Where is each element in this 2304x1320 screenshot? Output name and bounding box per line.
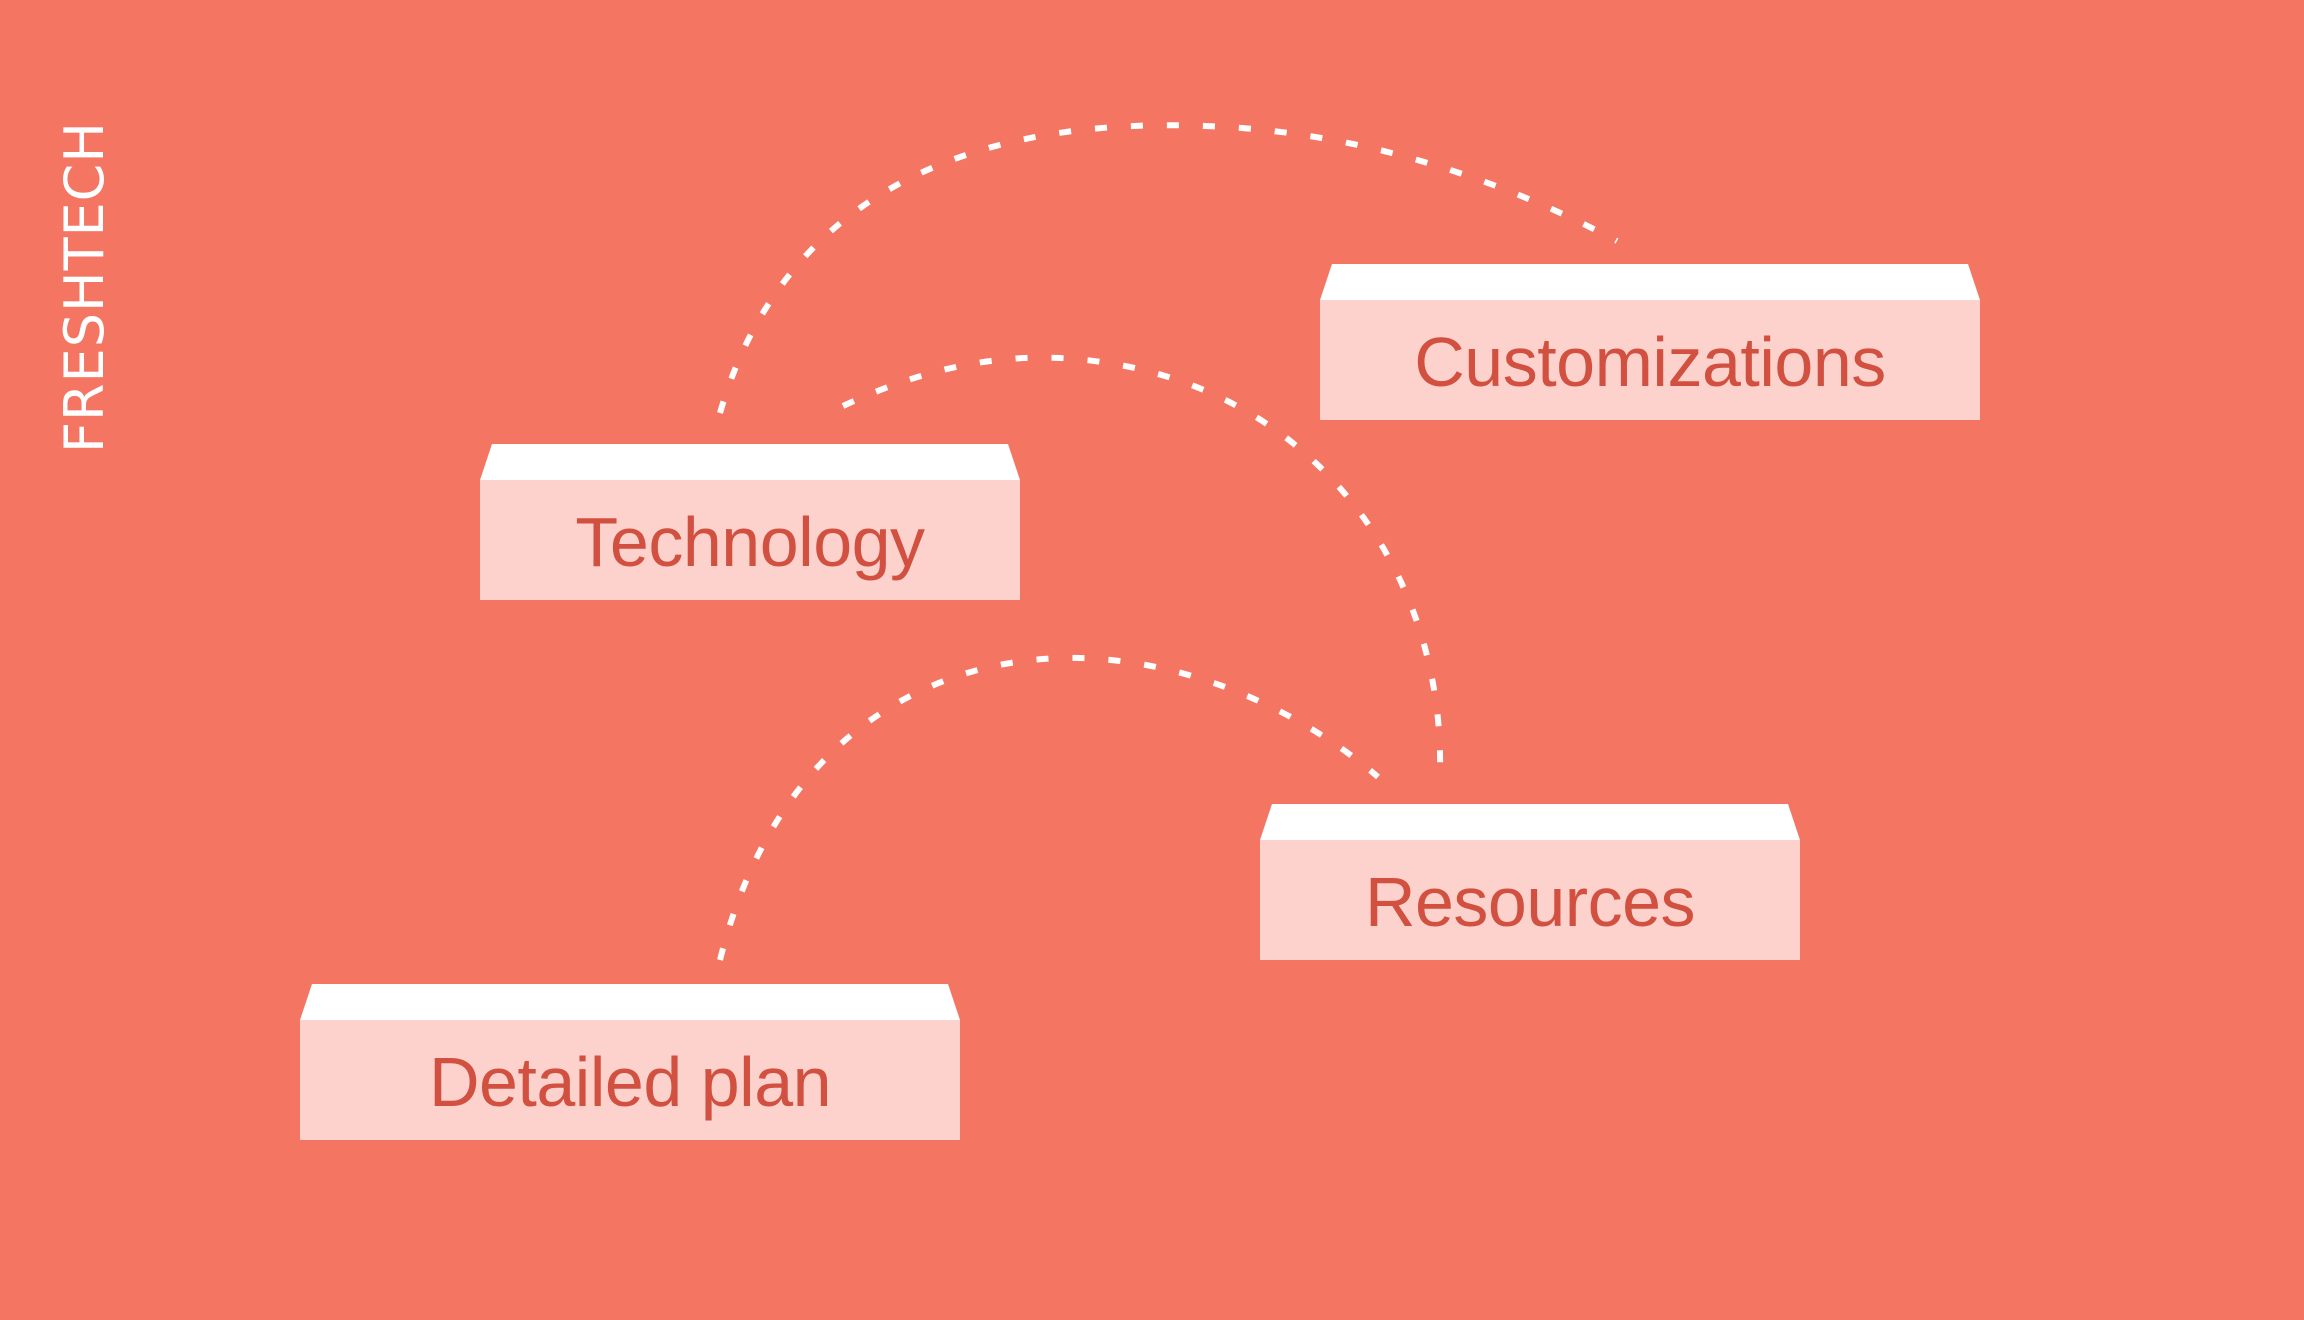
node-customizations: Customizations: [1320, 264, 1980, 420]
detailed-plan-box-body: Detailed plan: [300, 1020, 960, 1140]
customizations-box-top: [1320, 264, 1980, 300]
resources-box-body: Resources: [1260, 840, 1800, 960]
node-label: Technology: [575, 503, 925, 581]
connector-technology-resources: [841, 354, 1444, 775]
node-technology: Technology: [480, 444, 1020, 600]
node-label: Resources: [1364, 863, 1696, 941]
node-label: Customizations: [1414, 323, 1886, 401]
technology-box-top: [480, 444, 1020, 480]
detailed-plan-box-top: [300, 984, 960, 1020]
connector-detailed-plan-resources: [717, 654, 1380, 961]
connector-technology-customizations: [717, 122, 1619, 414]
customizations-box-body: Customizations: [1320, 300, 1980, 420]
node-label: Detailed plan: [428, 1043, 832, 1121]
node-resources: Resources: [1260, 804, 1800, 960]
technology-box-body: Technology: [480, 480, 1020, 600]
resources-box-top: [1260, 804, 1800, 840]
node-detailed-plan: Detailed plan: [300, 984, 960, 1140]
